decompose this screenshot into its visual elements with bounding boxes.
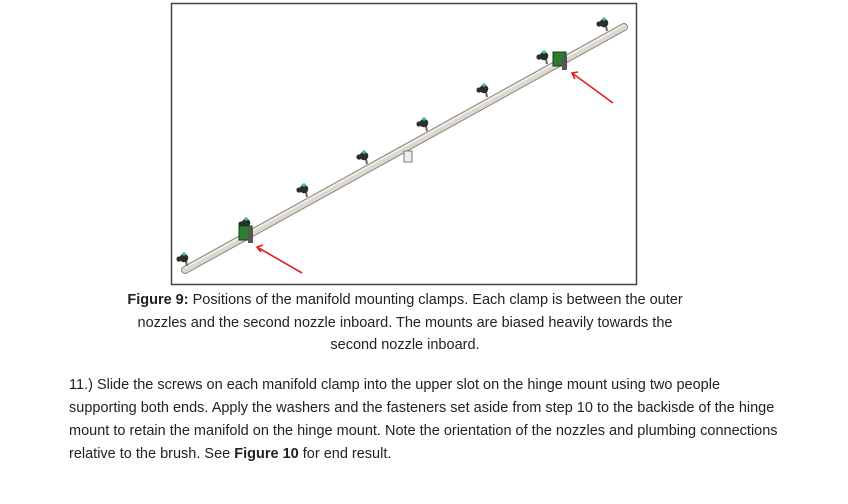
manifold-pipe bbox=[181, 23, 628, 274]
arrow-right bbox=[570, 71, 614, 104]
nozzle-icon bbox=[416, 117, 429, 132]
clamp-left bbox=[238, 225, 253, 243]
clamp-right bbox=[552, 51, 567, 70]
nozzle-icon bbox=[536, 50, 549, 65]
step-text: 11.) Slide the screws on each manifold c… bbox=[69, 377, 778, 462]
arrow-left bbox=[255, 244, 303, 274]
figure-reference: Figure 10 bbox=[234, 446, 299, 462]
figure-caption: Figure 9: Positions of the manifold moun… bbox=[120, 289, 690, 357]
nozzle-icon bbox=[596, 17, 609, 32]
nozzle-icon bbox=[176, 252, 189, 267]
figure-label: Figure 9: bbox=[127, 292, 189, 308]
nozzle-icon bbox=[296, 183, 309, 198]
step-11-instruction: 11.) Slide the screws on each manifold c… bbox=[69, 374, 789, 466]
step-text-end: for end result. bbox=[298, 446, 392, 462]
caption-text: Positions of the manifold mounting clamp… bbox=[137, 292, 683, 353]
nozzle-icon bbox=[476, 83, 489, 98]
nozzle-icon bbox=[356, 150, 369, 165]
plumbing-fitting bbox=[403, 150, 413, 163]
